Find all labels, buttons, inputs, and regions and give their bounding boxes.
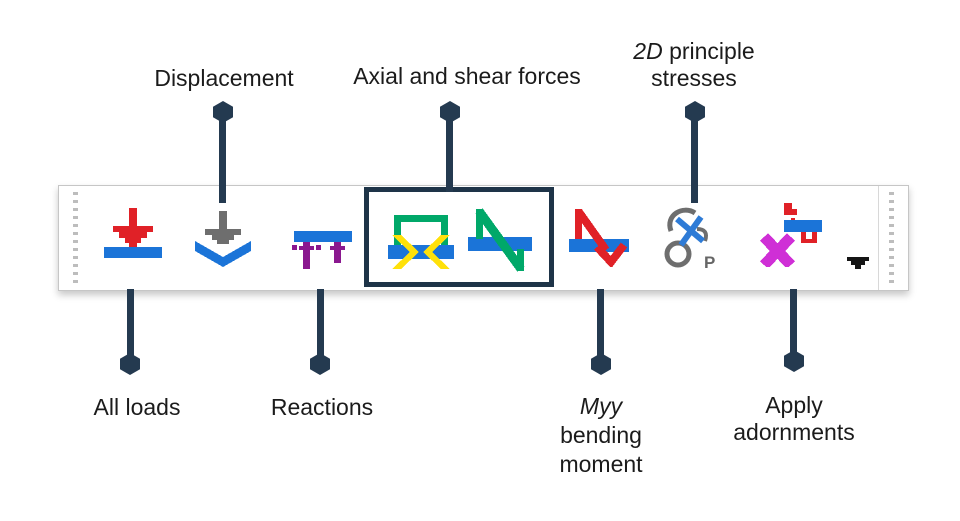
reactions-label-text: Reactions <box>270 394 374 420</box>
connector-line-adornments <box>790 289 797 355</box>
connector-marker-adornments <box>784 350 804 372</box>
connector-marker-myy <box>591 353 611 375</box>
toolbar-separator <box>878 186 879 290</box>
results-toolbar: P <box>58 185 909 291</box>
apply-adornments-button[interactable] <box>758 201 822 267</box>
all-loads-button[interactable] <box>103 206 163 260</box>
connector-line-myy <box>597 289 604 359</box>
myy-bending-moment-icon <box>569 209 629 267</box>
toolbar-drag-handle-right[interactable] <box>889 192 894 284</box>
myy-bending-moment-button[interactable] <box>569 205 633 267</box>
connector-marker-all-loads <box>120 353 140 375</box>
axial-shear-highlight-box <box>364 187 554 287</box>
callout-label-myy: Myy bending moment <box>559 392 642 479</box>
connector-line-principle-stresses <box>691 111 698 203</box>
all-loads-label-text: All loads <box>93 394 181 420</box>
myy-line2-text: bending <box>560 422 642 448</box>
displacement-label-text: Displacement <box>154 65 294 91</box>
callout-label-reactions: Reactions <box>271 393 373 421</box>
adornments-line1-text: Apply <box>765 392 823 418</box>
myy-italic-text: Myy <box>579 393 623 419</box>
principle-stresses-icon: P <box>664 207 715 271</box>
reactions-button[interactable] <box>291 215 355 271</box>
reactions-icon <box>292 231 352 269</box>
callout-label-axial-shear: Axial and shear forces <box>353 62 581 90</box>
connector-line-displacement <box>219 111 226 203</box>
shear-forces-button[interactable] <box>468 207 532 273</box>
callout-label-all-loads: All loads <box>94 393 181 421</box>
adornments-line2-text: adornments <box>733 419 855 445</box>
stresses-line2-text: stresses <box>651 65 737 91</box>
connector-line-reactions <box>317 289 324 359</box>
axial-shear-label-text: Axial and shear forces <box>353 63 581 89</box>
all-loads-icon <box>104 208 162 258</box>
apply-adornments-icon <box>760 203 822 267</box>
axial-forces-button[interactable] <box>388 209 454 269</box>
connector-line-all-loads <box>127 289 134 359</box>
callout-label-principle-stresses: 2D principle stresses <box>633 38 754 92</box>
shear-forces-icon <box>468 208 532 272</box>
principle-stresses-button[interactable]: P <box>663 205 723 271</box>
myy-line3-text: moment <box>559 451 643 477</box>
callout-label-displacement: Displacement <box>154 64 293 92</box>
connector-marker-reactions <box>310 353 330 375</box>
dropdown-arrow-icon <box>847 257 869 269</box>
connector-line-axial-shear <box>446 111 453 192</box>
displacement-icon <box>195 211 251 267</box>
toolbar-overflow-button[interactable] <box>847 257 869 269</box>
stresses-rest-text: principle <box>662 38 755 64</box>
callout-label-adornments: Apply adornments <box>733 392 854 446</box>
p-glyph: P <box>704 253 715 271</box>
axial-forces-icon <box>388 215 454 269</box>
displacement-button[interactable] <box>193 211 253 269</box>
toolbar-drag-handle-left[interactable] <box>73 192 78 284</box>
stresses-italic-text: 2D <box>633 38 663 64</box>
